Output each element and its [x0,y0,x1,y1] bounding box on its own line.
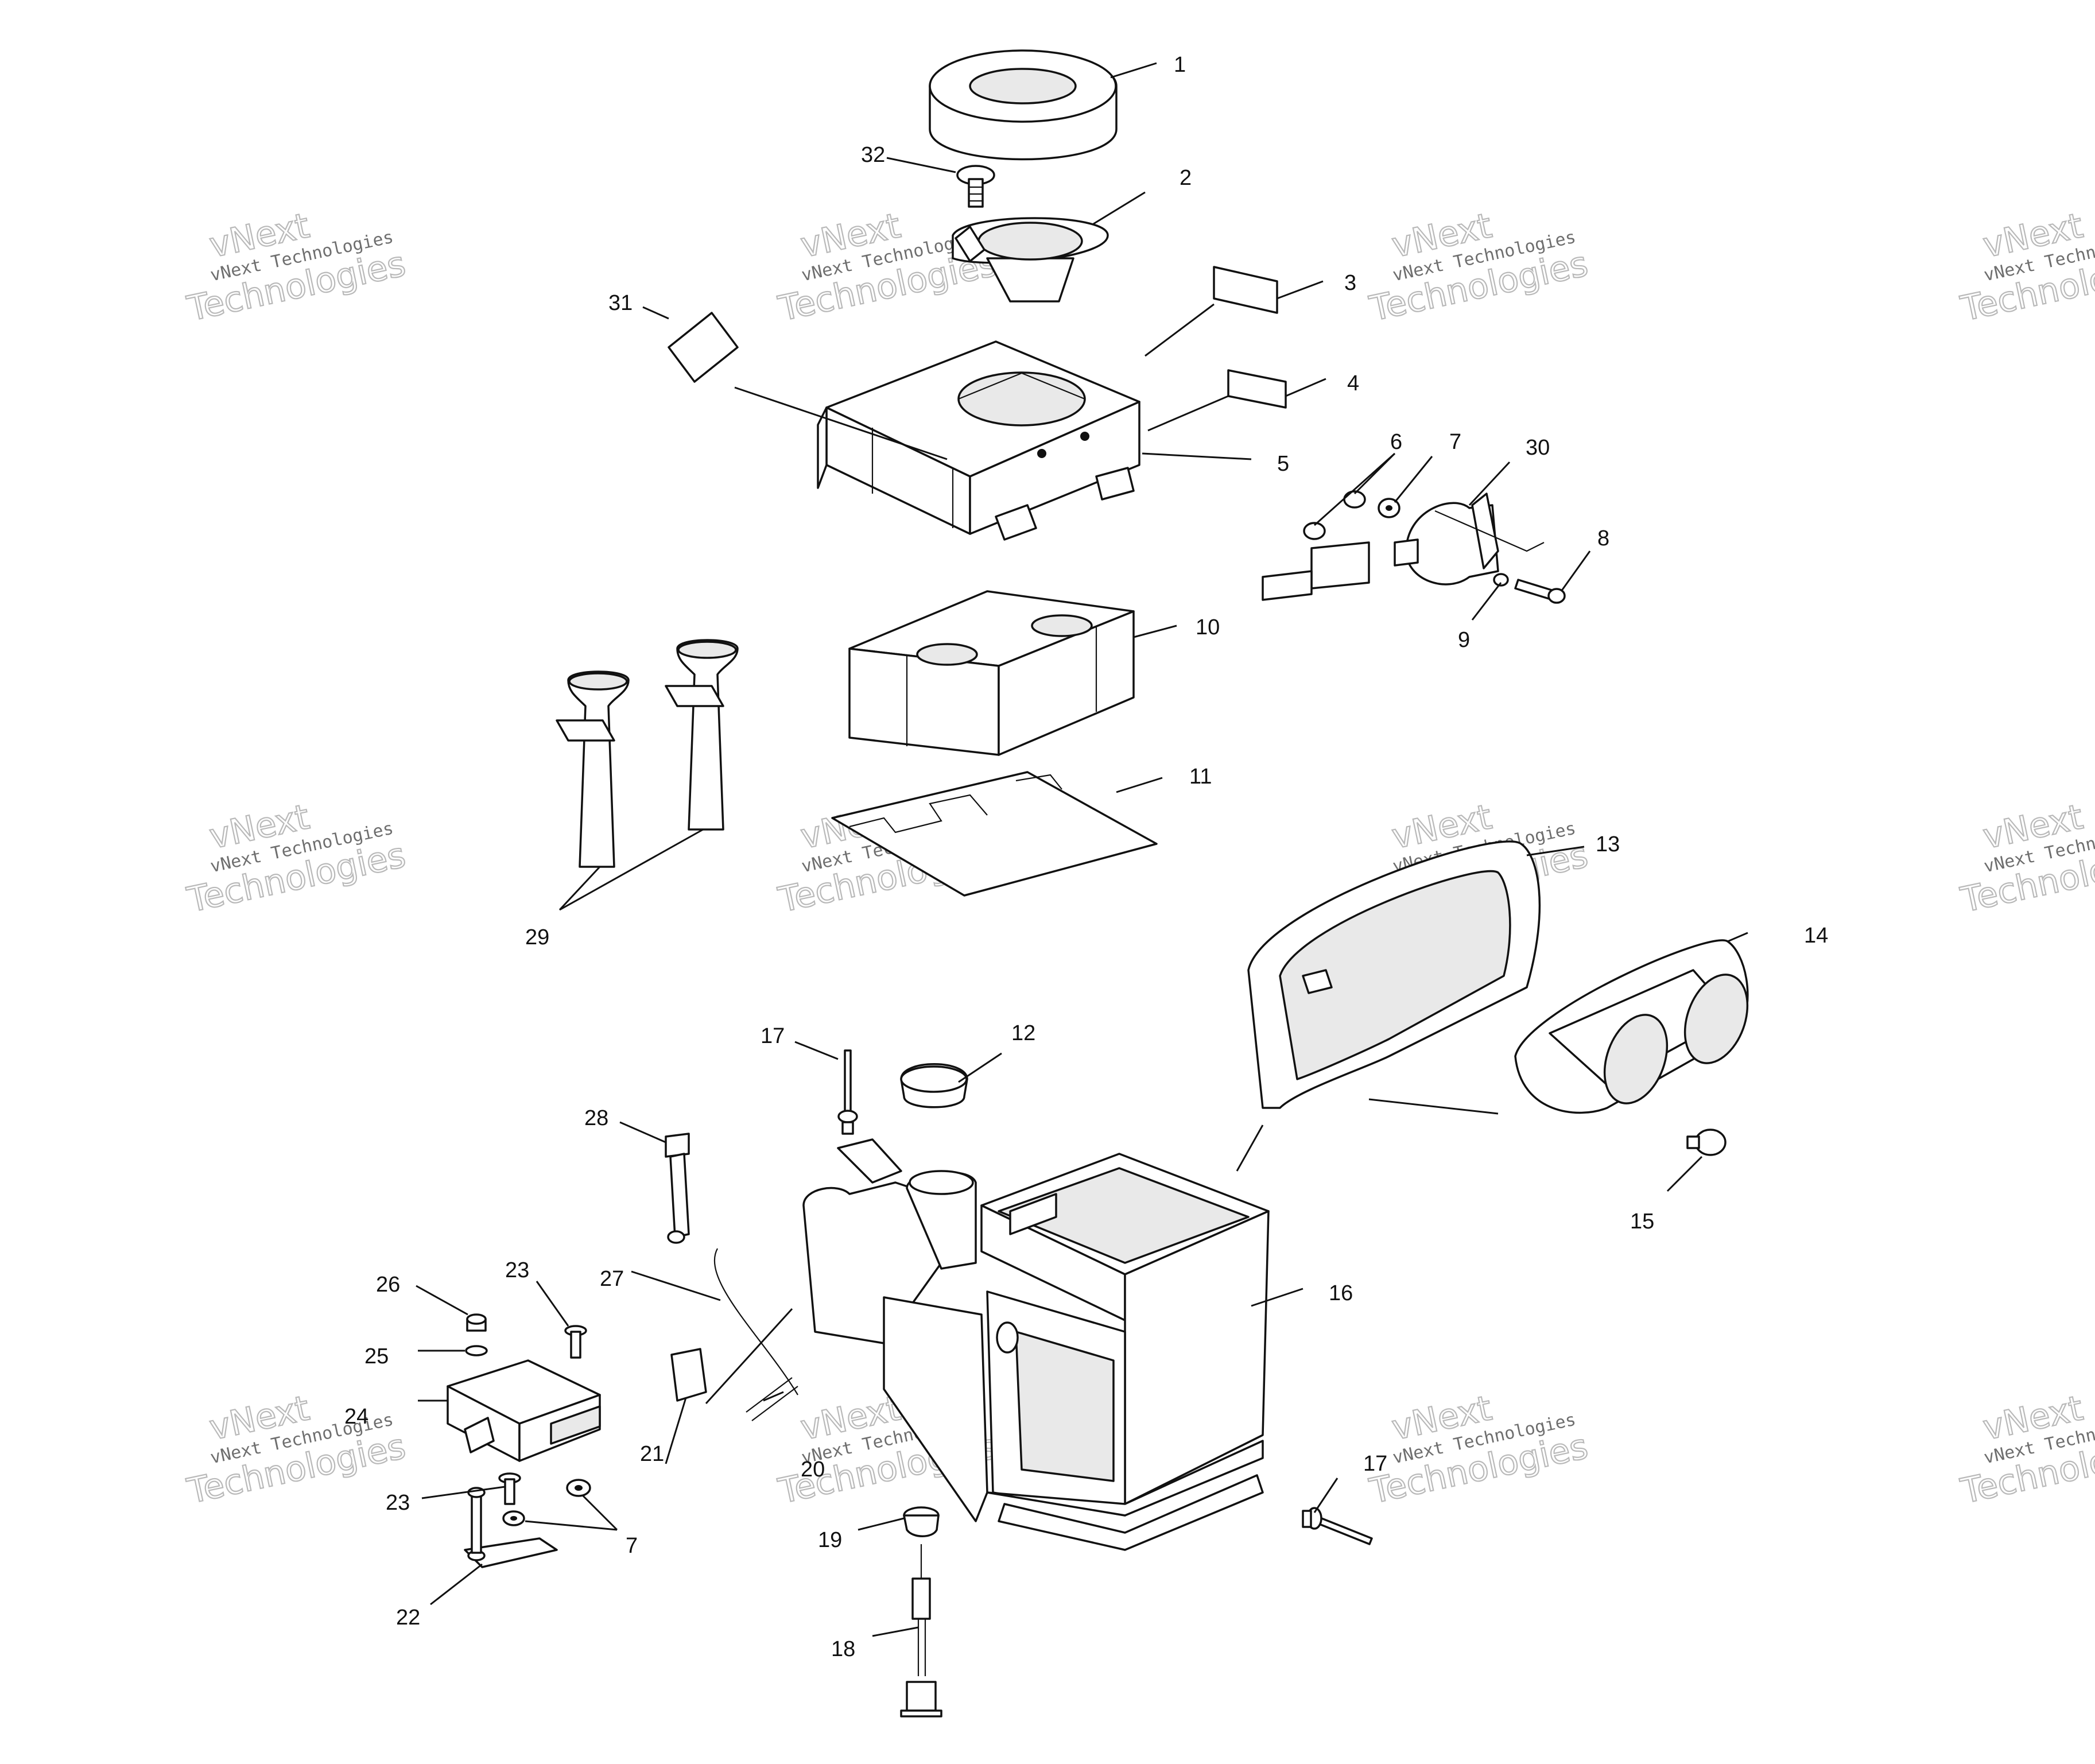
callout-31: 31 [608,291,633,315]
callout-20: 20 [801,1457,825,1482]
callout-24: 24 [344,1405,368,1429]
watermark: vNext vNext Technologies Technologies [1957,205,2095,330]
callout-5: 5 [1277,452,1289,476]
watermark: vNext vNext Technologies Technologies [1365,1387,1592,1513]
part-5-airbox-lid [817,340,1140,541]
watermark: vNext vNext Technologies Technologies [774,205,1001,330]
part-20-cable-tie [746,1377,798,1421]
part-6-washer [1303,490,1366,540]
callout-25: 25 [364,1344,389,1368]
part-28-dipstick [665,1133,690,1244]
part-21-decal [670,1348,707,1402]
callout-13: 13 [1596,832,1620,856]
watermark-layer: vNext vNext Technologies Technologies vN… [183,205,2095,1513]
callout-11: 11 [1189,765,1212,789]
part-18-oil-level-sensor [900,1544,942,1718]
callout-6: 6 [1390,430,1402,454]
part-12-oil-cap [900,1063,968,1108]
callout-labels: 1 2 3 4 5 6 7 7 8 9 10 11 12 13 14 15 16… [344,53,1828,1661]
watermark: vNext vNext Technologies Technologies [183,1387,410,1513]
part-15-push-rivet [1686,1129,1727,1156]
watermark: vNext vNext Technologies Technologies [1365,205,1592,330]
callout-7: 7 [1449,430,1461,454]
part-7-nut [1378,498,1400,518]
callout-12: 12 [1011,1021,1035,1045]
part-23-screw [498,1472,521,1505]
watermark: vNext vNext Technologies Technologies [183,796,410,921]
callout-2: 2 [1180,166,1192,190]
callout-14: 14 [1804,924,1828,948]
watermark: vNext vNext Technologies Technologies [183,205,410,330]
callout-3: 3 [1344,271,1356,295]
callout-8: 8 [1597,526,1609,550]
part-1-foam-ring [929,49,1118,161]
callout-4: 4 [1347,371,1359,396]
callout-9: 9 [1458,628,1470,652]
leader-lines [416,62,1748,1637]
part-25-washer [465,1345,488,1356]
part-17-rivet [1302,1507,1373,1545]
callout-19: 19 [818,1528,842,1552]
part-22-bracket [464,1487,558,1568]
part-19-grommet [903,1506,940,1537]
part-8-bolt [1514,579,1566,604]
part-17-rivet [837,1049,858,1135]
callout-27: 27 [600,1267,624,1291]
watermark: vNext vNext Technologies Technologies [1957,796,2095,921]
callout-21: 21 [640,1442,664,1466]
part-29-velocity-stack [665,639,739,831]
part-10-filter-foam [848,590,1135,756]
watermark: vNext vNext Technologies Technologies [1957,1387,2095,1513]
part-7-nut [502,1479,591,1526]
callout-18: 18 [831,1637,855,1661]
part-30-coil-assembly [1262,493,1545,601]
callout-28: 28 [584,1106,608,1130]
part-29-velocity-stack [556,670,630,868]
part-13-gasket-frame [1247,840,1541,1109]
callout-29: 29 [525,925,549,949]
part-11-gasket-plate [831,771,1158,897]
callout-23: 23 [505,1258,529,1282]
callout-10: 10 [1196,615,1220,639]
part-32-push-rivet [956,165,995,208]
callout-7: 7 [626,1534,638,1558]
part-24-control-module [447,1359,601,1462]
callout-16: 16 [1329,1281,1353,1305]
part-31-decal [668,312,739,383]
callout-17: 17 [761,1024,785,1048]
callout-23: 23 [386,1491,410,1515]
part-2-intake-adapter [952,217,1109,303]
callout-1: 1 [1174,53,1186,77]
part-4-decal [1227,369,1287,409]
callout-32: 32 [861,143,885,167]
part-3-decal [1213,266,1278,314]
part-16-airbox-base [713,1138,1270,1551]
part-14-outlet-boot [1514,939,1749,1114]
callout-15: 15 [1630,1209,1654,1234]
part-23-screw [564,1325,587,1359]
callout-17: 17 [1363,1452,1387,1476]
callout-30: 30 [1526,436,1550,460]
part-9-washer [1493,573,1509,587]
callout-26: 26 [376,1273,400,1297]
part-26-nut [466,1313,487,1332]
callout-22: 22 [396,1606,420,1630]
